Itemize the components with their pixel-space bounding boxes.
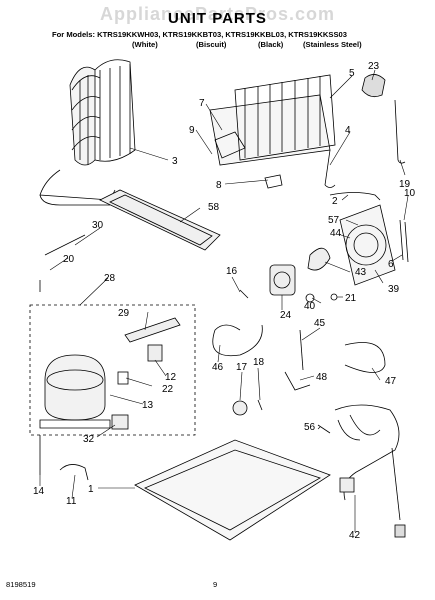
callout-6: 6 bbox=[388, 259, 394, 270]
callout-45: 45 bbox=[314, 318, 326, 329]
compressor-drawing bbox=[39, 354, 111, 429]
color-biscuit: (Biscuit) bbox=[196, 40, 227, 49]
roller-drawing bbox=[232, 400, 248, 416]
color-white: (White) bbox=[132, 40, 158, 49]
callout-18: 18 bbox=[253, 357, 265, 368]
fan-shroud-drawing bbox=[339, 204, 409, 286]
clip-drawing bbox=[264, 174, 283, 189]
overload-drawing bbox=[117, 371, 129, 385]
callout-47: 47 bbox=[385, 376, 397, 387]
callout-29: 29 bbox=[118, 308, 130, 319]
wire-harness-drawing bbox=[334, 404, 406, 538]
condenser-coil-drawing bbox=[39, 59, 136, 206]
callout-labels: 3 7 9 8 5 23 4 19 2 10 57 44 43 6 39 58 … bbox=[33, 61, 416, 541]
tube-drawing bbox=[394, 99, 406, 164]
callout-32: 32 bbox=[83, 434, 95, 445]
drain-tube-48-drawing bbox=[284, 371, 311, 391]
screw-21-drawing bbox=[330, 293, 338, 301]
callout-44: 44 bbox=[330, 228, 342, 239]
screw-56-drawing bbox=[317, 424, 331, 434]
callout-58: 58 bbox=[208, 202, 220, 213]
models-line: For Models: KTRS19KKWH03, KTRS19KKBT03, … bbox=[52, 30, 347, 39]
capacitor-drawing bbox=[111, 414, 129, 430]
evaporator-assembly-drawing bbox=[209, 74, 336, 166]
callout-40: 40 bbox=[304, 301, 316, 312]
callout-10: 10 bbox=[404, 188, 416, 199]
callout-42: 42 bbox=[349, 530, 361, 541]
page-title: UNIT PARTS bbox=[168, 10, 267, 27]
watermark: AppliancePartsPros.com bbox=[99, 4, 336, 24]
callout-7: 7 bbox=[199, 98, 205, 109]
fan-blade-drawing bbox=[307, 247, 331, 271]
callout-20: 20 bbox=[63, 254, 75, 265]
callout-3: 3 bbox=[172, 156, 178, 167]
drain-hose-drawing bbox=[212, 324, 263, 357]
fan-motor-drawing bbox=[269, 264, 296, 296]
doc-number: 8198519 bbox=[6, 580, 36, 589]
callout-2: 2 bbox=[332, 196, 338, 207]
callout-46: 46 bbox=[212, 362, 224, 373]
callout-24: 24 bbox=[280, 310, 292, 321]
callout-48: 48 bbox=[316, 372, 328, 383]
callout-22: 22 bbox=[162, 384, 174, 395]
thermostat-drawing bbox=[324, 149, 336, 188]
drain-pan-drawing bbox=[99, 189, 221, 251]
bolt-drawing bbox=[257, 399, 263, 411]
tube-47-drawing bbox=[344, 342, 386, 373]
callout-30: 30 bbox=[92, 220, 104, 231]
overload-tube-drawing bbox=[124, 317, 181, 343]
heater-tube-drawing bbox=[329, 192, 381, 201]
grommet-40-drawing bbox=[305, 293, 315, 303]
leader-lines bbox=[39, 69, 409, 532]
base-pan-drawing bbox=[134, 439, 331, 541]
callout-1: 1 bbox=[88, 484, 94, 495]
compressor-group-box bbox=[29, 304, 196, 436]
page-number: 9 bbox=[213, 580, 218, 589]
cap-drawing bbox=[361, 74, 386, 98]
color-black: (Black) bbox=[258, 40, 284, 49]
callout-8: 8 bbox=[216, 180, 222, 191]
relay-drawing bbox=[147, 344, 163, 362]
tube-45-drawing bbox=[299, 329, 304, 371]
callout-16: 16 bbox=[226, 266, 238, 277]
callout-57: 57 bbox=[328, 215, 340, 226]
callout-23: 23 bbox=[368, 61, 380, 72]
callout-14: 14 bbox=[33, 486, 45, 497]
callout-4: 4 bbox=[345, 125, 351, 136]
callout-19: 19 bbox=[399, 179, 411, 190]
callout-56: 56 bbox=[304, 422, 316, 433]
callout-43: 43 bbox=[355, 267, 367, 278]
callout-17: 17 bbox=[236, 362, 248, 373]
callout-5: 5 bbox=[349, 68, 355, 79]
callout-9: 9 bbox=[189, 125, 195, 136]
color-stainless: (Stainless Steel) bbox=[303, 40, 362, 49]
callout-39: 39 bbox=[388, 284, 400, 295]
callout-11: 11 bbox=[66, 496, 77, 507]
callout-21: 21 bbox=[345, 293, 357, 304]
screw-16-drawing bbox=[239, 289, 249, 299]
cord-drawing bbox=[44, 234, 86, 256]
wire-11-drawing bbox=[59, 464, 89, 481]
callout-12: 12 bbox=[165, 372, 177, 383]
callout-28: 28 bbox=[104, 273, 116, 284]
callout-13: 13 bbox=[142, 400, 154, 411]
